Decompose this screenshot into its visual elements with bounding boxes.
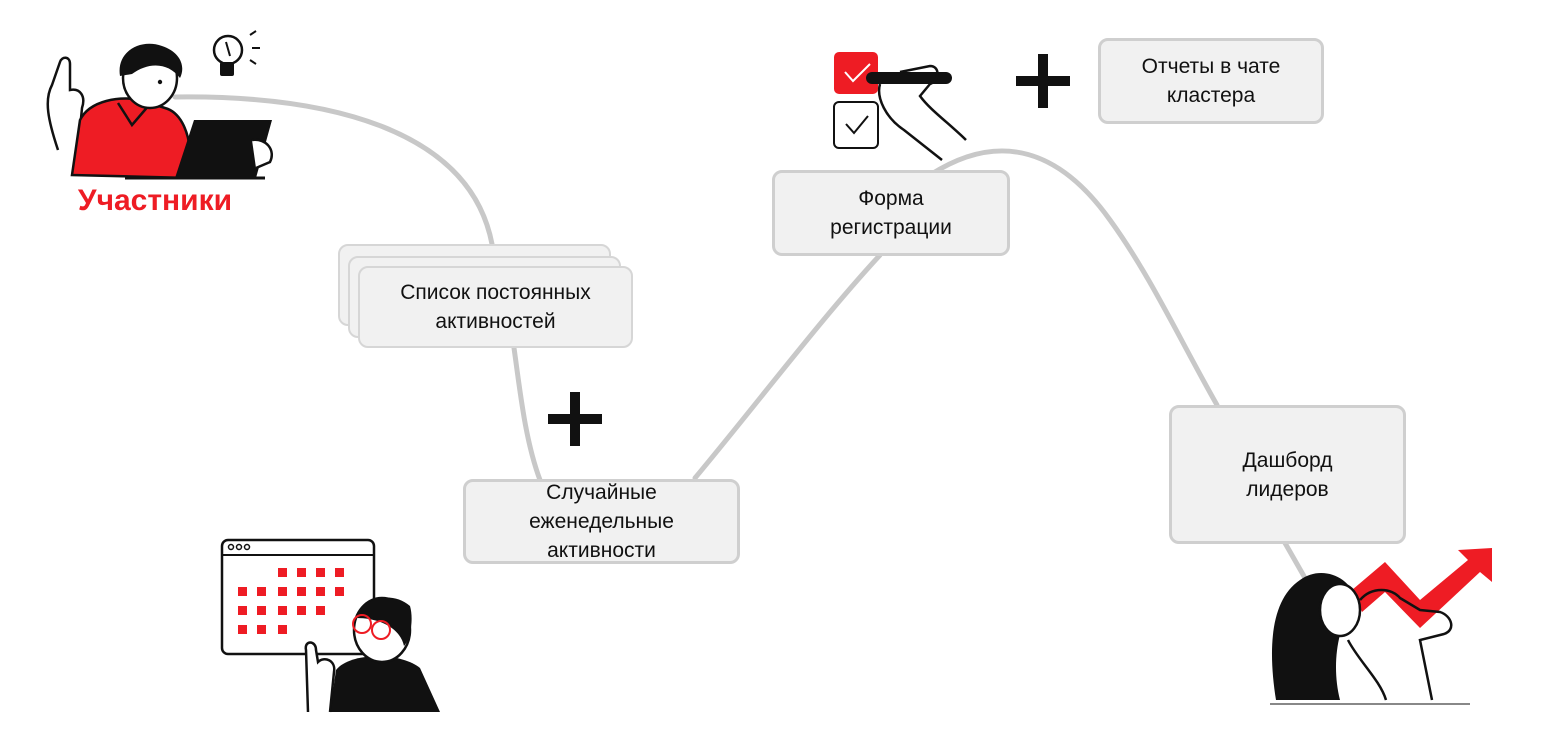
plus-icon xyxy=(548,392,602,446)
participants-label: Участники xyxy=(77,184,233,217)
random-weekly-label: Случайные еженедельные активности xyxy=(529,481,674,562)
registration-form-box: Форма регистрации xyxy=(772,170,1010,256)
activities-list-box: Список постоянных активностей xyxy=(358,266,633,348)
random-weekly-box: Случайные еженедельные активности xyxy=(463,479,740,564)
cluster-chat-reports-box: Отчеты в чате кластера xyxy=(1098,38,1324,124)
plus-icon xyxy=(1016,54,1070,108)
registration-form-label: Форма регистрации xyxy=(830,187,952,239)
cluster-chat-reports-label: Отчеты в чате кластера xyxy=(1141,55,1281,107)
leaders-dashboard-label: Дашборд лидеров xyxy=(1242,448,1333,501)
activities-list-label: Список постоянных активностей xyxy=(400,281,591,333)
leaders-dashboard-box: Дашборд лидеров xyxy=(1169,405,1406,544)
